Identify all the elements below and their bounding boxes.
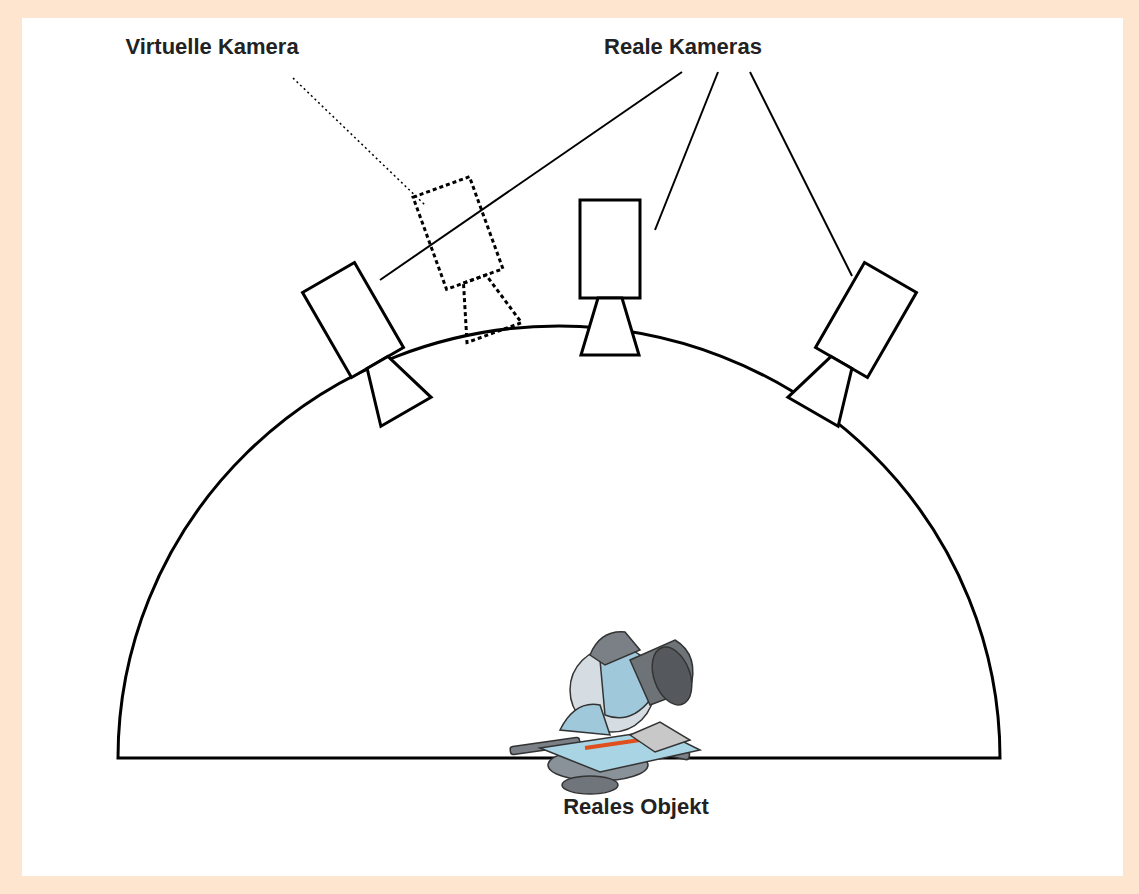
miter-saw (510, 632, 700, 794)
leader-line (750, 72, 852, 276)
leader-line (655, 72, 718, 230)
hemisphere (118, 326, 1000, 758)
label-text: Reale Kameras (604, 35, 762, 59)
label-text: Reales Objekt (563, 795, 709, 819)
leader-line (293, 78, 425, 205)
real-camera (303, 263, 432, 427)
label-text: Virtuelle Kamera (125, 35, 298, 59)
real-camera (787, 263, 916, 427)
virtual-camera (413, 177, 522, 343)
real-camera (580, 200, 640, 355)
